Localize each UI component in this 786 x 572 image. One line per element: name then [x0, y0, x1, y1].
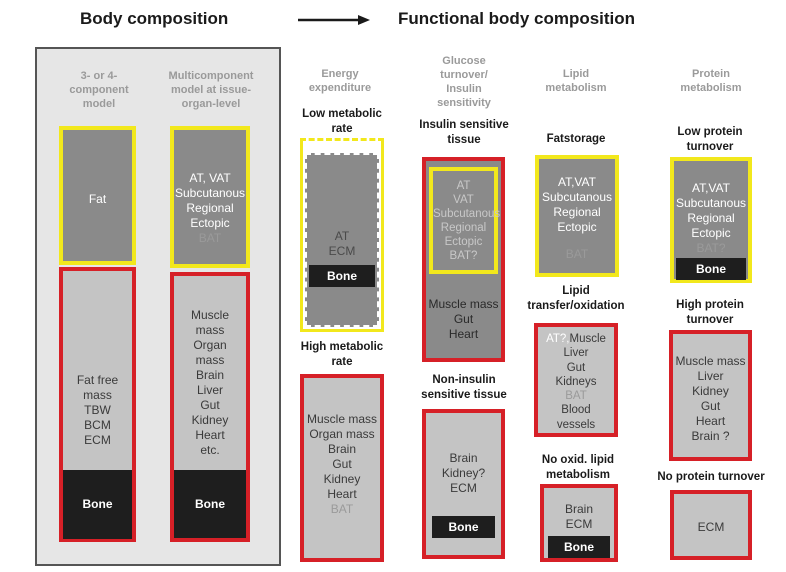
- fatstorage-label: Fatstorage: [546, 133, 606, 145]
- lipid-header: Lipid metabolism: [545, 68, 607, 94]
- high-protein-label: High protein turnover: [676, 299, 744, 326]
- no-protein-text: ECM: [697, 520, 725, 534]
- low-metabolic-bone: Bone: [309, 265, 375, 287]
- high-protein-box: Muscle mass Liver Kidney Gut Heart Brain…: [669, 330, 752, 461]
- protein-header: Protein metabolism: [680, 68, 742, 94]
- non-insulin-bone: Bone: [432, 516, 495, 538]
- no-protein-box: ECM: [670, 490, 752, 560]
- insulin-sensitive-inner-text: AT VAT Subcutanous Regional Ectopic BAT?: [433, 180, 501, 262]
- non-insulin-box: Brain Kidney? ECM Bone: [422, 409, 505, 559]
- no-oxid-label: No oxid. lipid metabolism: [541, 454, 615, 481]
- functional-body-composition-title: Functional body composition: [398, 9, 636, 28]
- high-metabolic-bat: BAT: [330, 502, 354, 516]
- glucose-header: Glucose turnover/ Insulin sensitivity: [437, 55, 491, 109]
- fatstorage-text: AT,VAT Subcutanous Regional Ectopic: [541, 175, 613, 234]
- high-metabolic-text: Muscle mass Organ mass Brain Gut Kidney …: [306, 412, 377, 501]
- low-metabolic-box: AT ECM Bone: [300, 138, 384, 332]
- col2-fatfree-text: Muscle mass Organ mass Brain Liver Gut K…: [190, 308, 229, 457]
- low-metabolic-text: AT ECM: [328, 229, 356, 258]
- high-protein-text: Muscle mass Liver Kidney Gut Heart Brain…: [675, 354, 746, 443]
- col2-fat-box: AT, VAT Subcutanous Regional Ectopic BAT: [170, 126, 250, 268]
- low-protein-box: AT,VAT Subcutanous Regional Ectopic BAT?…: [670, 157, 752, 283]
- lipid-transfer-box: AT?,Muscle Liver Gut Kidneys BAT Blood v…: [534, 323, 618, 437]
- lipid-transfer-at: AT?,: [546, 333, 570, 345]
- lipid-transfer-text: AT?,Muscle Liver Gut Kidneys BAT Blood v…: [546, 333, 606, 431]
- col1-header: 3- or 4- component model: [69, 70, 129, 110]
- fatstorage-box: AT,VAT Subcutanous Regional Ectopic BAT: [535, 155, 619, 277]
- low-metabolic-inner: [305, 153, 379, 327]
- no-oxid-box: Brain ECM Bone: [540, 484, 618, 562]
- no-oxid-text: Brain ECM: [564, 502, 593, 531]
- col2-fat-bat: BAT: [198, 231, 222, 245]
- fatstorage-bat: BAT: [565, 247, 589, 261]
- col2-header: Multicomponent model at issue- organ-lev…: [168, 70, 254, 110]
- low-protein-label: Low protein turnover: [677, 126, 743, 153]
- non-insulin-label: Non-insulin sensitive tissue: [421, 374, 507, 401]
- insulin-sensitive-label: Insulin sensitive tissue: [419, 119, 509, 146]
- col1-fatfree-box: Fat free mass TBW BCM ECM Bone: [59, 267, 136, 542]
- col1-fatfree-text: Fat free mass TBW BCM ECM: [76, 373, 119, 447]
- lipid-transfer-label: Lipid transfer/oxidation: [527, 285, 625, 312]
- insulin-sensitive-inner: AT VAT Subcutanous Regional Ectopic BAT?: [429, 167, 501, 274]
- no-protein-label: No protein turnover: [657, 471, 765, 483]
- col2-fatfree-box: Muscle mass Organ mass Brain Liver Gut K…: [170, 272, 250, 542]
- col2-fat-text: AT, VAT Subcutanous Regional Ectopic: [174, 171, 246, 230]
- col1-fat-label: Fat: [88, 192, 107, 206]
- col2-bone: Bone: [174, 470, 246, 538]
- low-metabolic-label: Low metabolic rate: [302, 108, 382, 135]
- low-protein-text: AT,VAT Subcutanous Regional Ectopic: [675, 181, 747, 240]
- no-oxid-bone: Bone: [548, 536, 610, 558]
- non-insulin-text: Brain Kidney? ECM: [441, 451, 486, 495]
- high-metabolic-box: Muscle mass Organ mass Brain Gut Kidney …: [300, 374, 384, 562]
- high-metabolic-label: High metabolic rate: [300, 341, 384, 368]
- low-protein-bat: BAT?: [696, 241, 726, 255]
- insulin-sensitive-lower-text: Muscle mass Gut Heart: [428, 297, 499, 341]
- col1-bone: Bone: [63, 470, 132, 539]
- arrow-right-icon: [298, 15, 370, 25]
- lipid-transfer-muscle: Muscle: [569, 333, 606, 345]
- col1-fat-box: Fat: [59, 126, 136, 265]
- insulin-sensitive-box: AT VAT Subcutanous Regional Ectopic BAT?…: [422, 157, 505, 362]
- energy-header: Energy expenditure: [308, 68, 372, 94]
- low-protein-bone: Bone: [676, 258, 746, 280]
- body-composition-title: Body composition: [80, 9, 229, 28]
